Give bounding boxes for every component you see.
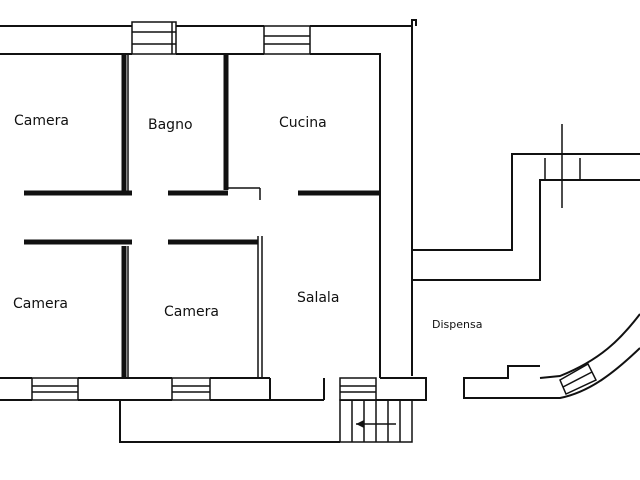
room-label-camera-top-left: Camera xyxy=(14,113,69,129)
room-label-camera-bottom-mid: Camera xyxy=(164,304,219,320)
door-jambs xyxy=(127,54,263,378)
room-label-bagno: Bagno xyxy=(148,117,193,133)
corridor-walls xyxy=(412,124,640,281)
room-label-dispensa: Dispensa xyxy=(432,318,482,331)
interior-partitions xyxy=(24,54,380,378)
window-bottom-salala xyxy=(339,377,377,401)
window-top-cucina xyxy=(263,25,311,55)
window-bottom-mid xyxy=(171,377,211,401)
dispensa-walls xyxy=(463,313,640,399)
room-label-salala: Salala xyxy=(297,290,339,306)
window-top-bagno xyxy=(131,21,177,55)
room-label-cucina: Cucina xyxy=(279,115,327,131)
window-dispensa xyxy=(559,362,598,396)
entrance-stairs xyxy=(339,399,413,443)
window-bottom-left xyxy=(31,377,79,401)
room-label-camera-bottom-left: Camera xyxy=(13,296,68,312)
